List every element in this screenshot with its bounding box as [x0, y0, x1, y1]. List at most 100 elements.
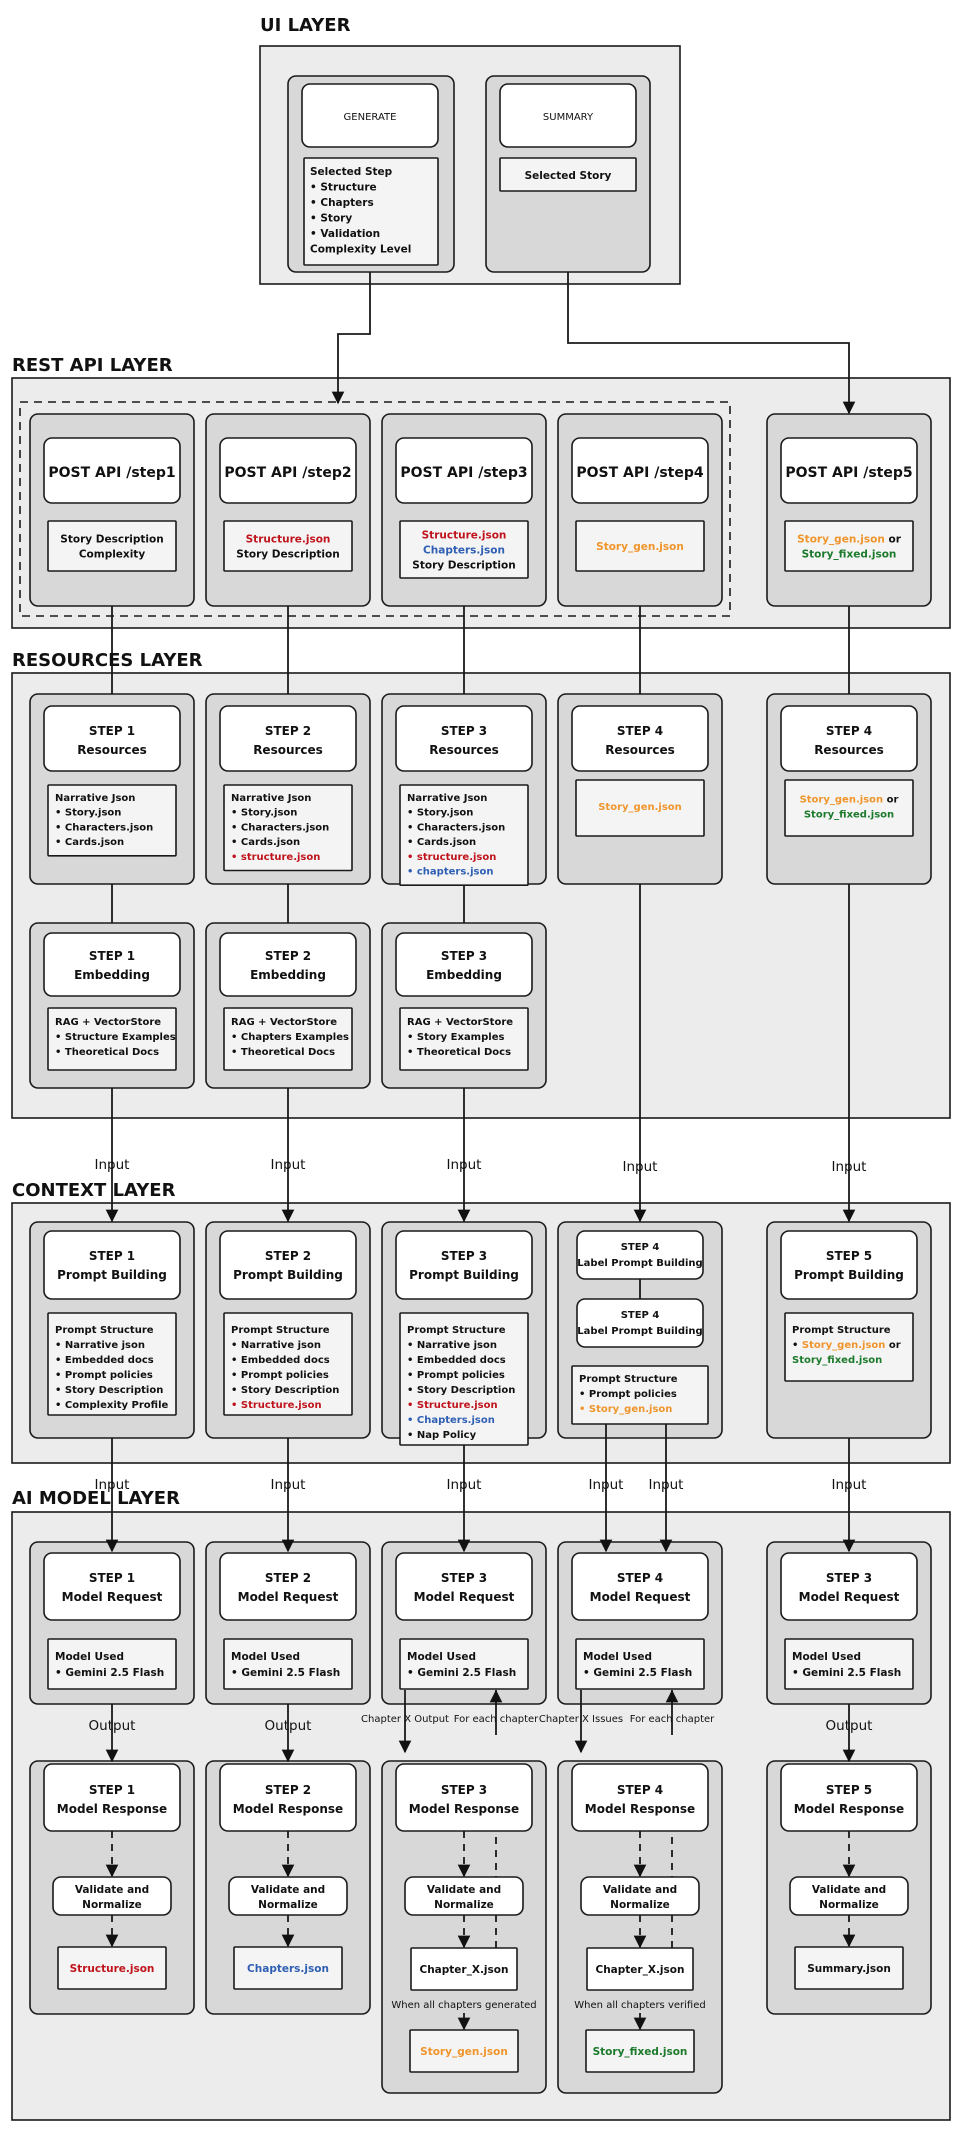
text-span: • Structure.json [231, 1400, 322, 1411]
model-used-item: • Gemini 2.5 Flash [583, 1667, 692, 1679]
resources-title: Resources [77, 743, 147, 757]
resources-item: • Story.json [55, 808, 121, 819]
text-span: • Structure Examples [55, 1032, 176, 1043]
validate-text: Normalize [82, 1899, 142, 1911]
text-span: • Story Description [55, 1385, 163, 1396]
prompt-structure-box [399, 1312, 529, 1446]
api-params-box [399, 520, 529, 579]
text-span: • Story_gen.json [579, 1404, 672, 1415]
model-used-box [399, 1638, 529, 1690]
embedding-item: • Theoretical Docs [231, 1047, 335, 1058]
embedding-item: RAG + VectorStore [231, 1017, 337, 1028]
resources-list-box [223, 784, 353, 872]
post-api-step3-label: POST API /step3 [400, 465, 527, 481]
validate-normalize-box [404, 1876, 524, 1916]
text-span: • structure.json [231, 852, 320, 863]
text-span: • Complexity Profile [55, 1400, 168, 1411]
api-param: Story_gen.json or [797, 534, 902, 546]
text-span: Story_gen.json [802, 1340, 886, 1351]
resources-card [780, 705, 918, 772]
text-span: • Story.json [231, 808, 297, 819]
embedding-item: • Chapters Examples [231, 1032, 349, 1043]
model-used-item: Model Used [792, 1651, 861, 1663]
prompt-item: • Embedded docs [55, 1355, 154, 1366]
prompt-item: • Story Description [407, 1385, 515, 1396]
prompt-item: • Prompt policies [231, 1370, 329, 1381]
api-param: Story_fixed.json [802, 549, 897, 561]
model-request-title: STEP 1 [89, 1571, 135, 1585]
text-span: • Gemini 2.5 Flash [55, 1667, 164, 1679]
api-params-box [784, 520, 914, 572]
text-span: • Embedded docs [231, 1355, 330, 1366]
embedding-title: STEP 3 [441, 949, 487, 963]
prompt-item: Prompt Structure [579, 1374, 678, 1385]
input-label: Input [447, 1477, 482, 1493]
rest-api-layer-title: REST API LAYER [12, 355, 173, 376]
embedding-title: Embedding [426, 968, 502, 982]
validate-text: Validate and [75, 1884, 149, 1896]
api-params-box [575, 520, 705, 572]
text-span: • Story.json [55, 808, 121, 819]
model-response-card [43, 1763, 181, 1832]
text-span: • Story Examples [407, 1032, 504, 1043]
text-span: • Structure.json [407, 1400, 498, 1411]
output-label: Output [826, 1718, 873, 1734]
text-span: • Embedded docs [407, 1355, 506, 1366]
chapter-json-label: Chapter_X.json [420, 1964, 509, 1976]
embedding-item: RAG + VectorStore [55, 1017, 161, 1028]
text-span: Story_fixed.json [792, 1355, 882, 1366]
model-request-card [395, 1552, 533, 1621]
model-used-box [575, 1638, 705, 1690]
resources-title: STEP 4 [617, 724, 663, 738]
generate-option: • Validation [310, 228, 380, 240]
final-json-box [409, 2029, 519, 2073]
model-response-title: STEP 2 [265, 1783, 311, 1797]
text-span: Story Description [60, 534, 163, 546]
generate-button [301, 83, 439, 148]
label-prompt-title: Label Prompt Building [577, 1258, 702, 1269]
post-api-step5-label: POST API /step5 [785, 465, 912, 481]
api-params-box [223, 520, 353, 572]
prompt-item: • Prompt policies [579, 1389, 677, 1400]
text-span: • Characters.json [231, 822, 329, 833]
model-request-title: STEP 4 [617, 1571, 663, 1585]
text-span: • Gemini 2.5 Flash [792, 1667, 901, 1679]
text-span: Model Used [407, 1651, 476, 1663]
text-span: Prompt Structure [55, 1325, 154, 1336]
resources-item: • Characters.json [407, 822, 505, 833]
chapter-x-label: Chapter X Output [361, 1714, 449, 1725]
text-span: • Nap Policy [407, 1430, 477, 1441]
for-each-chapter-label: For each chapter [630, 1714, 715, 1725]
resources-title: STEP 4 [826, 724, 872, 738]
embedding-item: • Structure Examples [55, 1032, 176, 1043]
text-span: • Gemini 2.5 Flash [231, 1667, 340, 1679]
edge-generate-to-api [331, 272, 371, 405]
prompt-structure-box [47, 1312, 177, 1416]
text-span: • Story.json [407, 808, 473, 819]
text-span: • Gemini 2.5 Flash [407, 1667, 516, 1679]
text-span: Story_fixed.json [593, 2046, 688, 2058]
text-span: • Prompt policies [231, 1370, 329, 1381]
resources-item: • Characters.json [55, 822, 153, 833]
text-span: Chapters.json [247, 1963, 329, 1975]
summary-options-box [499, 157, 637, 192]
resources-item: Narrative Json [55, 793, 135, 804]
step3-response-group [381, 1760, 547, 2094]
resources-list-box [575, 779, 705, 837]
prompt-structure-box [784, 1312, 914, 1382]
post-api-step4-button [571, 437, 709, 504]
prompt-building-title: STEP 3 [441, 1249, 487, 1263]
validate-text: Normalize [258, 1899, 318, 1911]
model-used-item: • Gemini 2.5 Flash [407, 1667, 516, 1679]
model-response-title: Model Response [585, 1802, 695, 1816]
text-span: Story_gen.json [800, 795, 884, 806]
model-used-box [223, 1638, 353, 1690]
model-request-title: Model Request [62, 1590, 163, 1604]
text-span: • [792, 1340, 802, 1351]
input-label: Input [832, 1477, 867, 1493]
model-used-item: • Gemini 2.5 Flash [55, 1667, 164, 1679]
generate-option: Complexity Level [310, 244, 411, 256]
prompt-item: • Narrative json [231, 1340, 321, 1351]
model-response-title: Model Response [233, 1802, 343, 1816]
model-request-card [43, 1552, 181, 1621]
